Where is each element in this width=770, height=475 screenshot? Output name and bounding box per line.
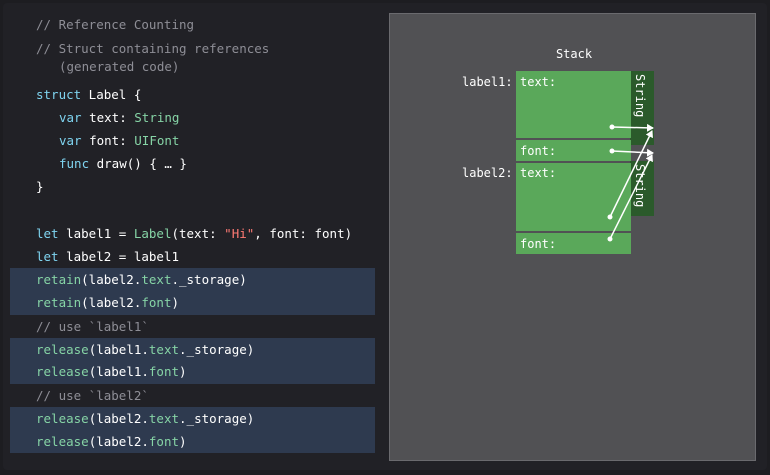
arg-label2: (label2. — [81, 295, 142, 310]
paren-close: ) — [179, 434, 187, 449]
code-line-var-font: var font: UIFont — [59, 133, 179, 149]
arg-label2: (label2. — [88, 411, 149, 426]
func-retain: retain — [36, 272, 82, 287]
func-release: release — [36, 364, 89, 379]
label1-font-label: font: — [520, 144, 556, 158]
code-line-release-label1-text: release(label1.text._storage) — [36, 342, 254, 358]
code-line-release-label2-font: release(label2.font) — [36, 434, 187, 450]
comment-use-label1: // use `label1` — [36, 319, 149, 334]
func-retain: retain — [36, 295, 82, 310]
code-line-struct: struct Label { — [36, 87, 141, 103]
storage-close: ._storage) — [171, 272, 247, 287]
arrow-origin-label1-font — [609, 148, 615, 154]
keyword-let: let — [36, 226, 59, 241]
label1-text-label: text: — [520, 75, 556, 89]
let2-rest: label2 = label1 — [58, 249, 179, 264]
paren-close: ) — [179, 364, 187, 379]
label1-font-field — [516, 140, 631, 161]
label2-text-label: text: — [520, 166, 556, 180]
arg-label2: (label2. — [81, 272, 142, 287]
storage-close: ._storage) — [179, 411, 255, 426]
code-line-func: func draw() { … } — [59, 156, 187, 172]
prop-font-decl: font: — [81, 133, 135, 148]
keyword-struct: struct — [36, 87, 82, 102]
keyword-var: var — [59, 110, 82, 125]
let1-args-end: , font: font) — [254, 226, 353, 241]
keyword-func: func — [59, 156, 90, 171]
stack-heading: Stack — [556, 47, 593, 61]
code-line-let-label1: let label1 = Label(text: "Hi", font: fon… — [36, 226, 352, 242]
prop-text-ref: text — [148, 411, 180, 426]
func-release: release — [36, 342, 89, 357]
code-line-retain-font: retain(label2.font) — [36, 295, 179, 311]
code-line-let-label2: let label2 = label1 — [36, 249, 179, 265]
let1-args: (text: — [171, 226, 225, 241]
comment-struct-line2: (generated code) — [59, 59, 180, 74]
code-line-retain-text: retain(label2.text._storage) — [36, 272, 247, 288]
string-tag-label1: String — [633, 74, 647, 117]
code-line-release-label2-text: release(label2.text._storage) — [36, 411, 254, 427]
arrow-label1-text-to-string — [611, 123, 654, 132]
type-label: Label — [133, 226, 172, 241]
prop-font-ref: font — [148, 364, 180, 379]
arrow-label2-font-to-uifont — [609, 154, 653, 240]
code-listing: // Reference Counting // Struct containi… — [0, 0, 380, 475]
storage-close: ._storage) — [179, 342, 255, 357]
paren-close: ) — [171, 295, 180, 310]
func-draw: draw() { … } — [89, 156, 187, 171]
keyword-var: var — [59, 133, 82, 148]
comment-title: // Reference Counting — [36, 17, 195, 32]
string-tag-label2: String — [633, 164, 647, 207]
arrow-origin-label1-text — [609, 124, 615, 130]
prop-font-ref: font — [141, 295, 172, 310]
string-box-label2 — [630, 161, 654, 216]
arrow-origin-label2-text — [607, 214, 613, 220]
memory-diagram-panel: Stack String String label1: text: font: … — [389, 13, 756, 461]
prop-text-decl: text: — [81, 110, 135, 125]
code-line-release-label1-font: release(label1.font) — [36, 364, 187, 380]
prop-text-ref: text — [141, 272, 172, 287]
comment-struct-line1: // Struct containing references — [36, 41, 270, 56]
arg-label2: (label2. — [88, 434, 149, 449]
label1-name: label1: — [462, 75, 513, 89]
arrow-origin-label2-font — [607, 236, 613, 242]
keyword-let: let — [36, 249, 59, 264]
prop-text-ref: text — [148, 342, 180, 357]
prop-font-ref: font — [148, 434, 180, 449]
label2-text-field — [516, 163, 631, 231]
label2-font-field — [516, 233, 631, 254]
type-uifont: UIFont — [134, 133, 180, 148]
struct-name: Label { — [81, 87, 142, 102]
arg-label1: (label1. — [88, 342, 149, 357]
func-release: release — [36, 411, 89, 426]
arrow-label2-text-to-string — [609, 130, 653, 218]
code-line-var-text: var text: String — [59, 110, 179, 126]
type-string: String — [134, 110, 180, 125]
label2-name: label2: — [462, 166, 513, 180]
comment-use-label2: // use `label2` — [36, 388, 149, 403]
string-literal-hi: "Hi" — [224, 226, 255, 241]
label2-font-label: font: — [520, 237, 556, 251]
arg-label1: (label1. — [88, 364, 149, 379]
highlight-retain-block — [10, 268, 375, 315]
let1-name: label1 = — [58, 226, 134, 241]
func-release: release — [36, 434, 89, 449]
code-line-close-brace: } — [36, 179, 44, 194]
highlight-release-label2-block — [10, 407, 375, 453]
arrow-label1-font-to-uifont — [611, 148, 654, 157]
highlight-release-label1-block — [10, 338, 375, 384]
stack-diagram: Stack String String label1: text: font: … — [462, 47, 654, 254]
